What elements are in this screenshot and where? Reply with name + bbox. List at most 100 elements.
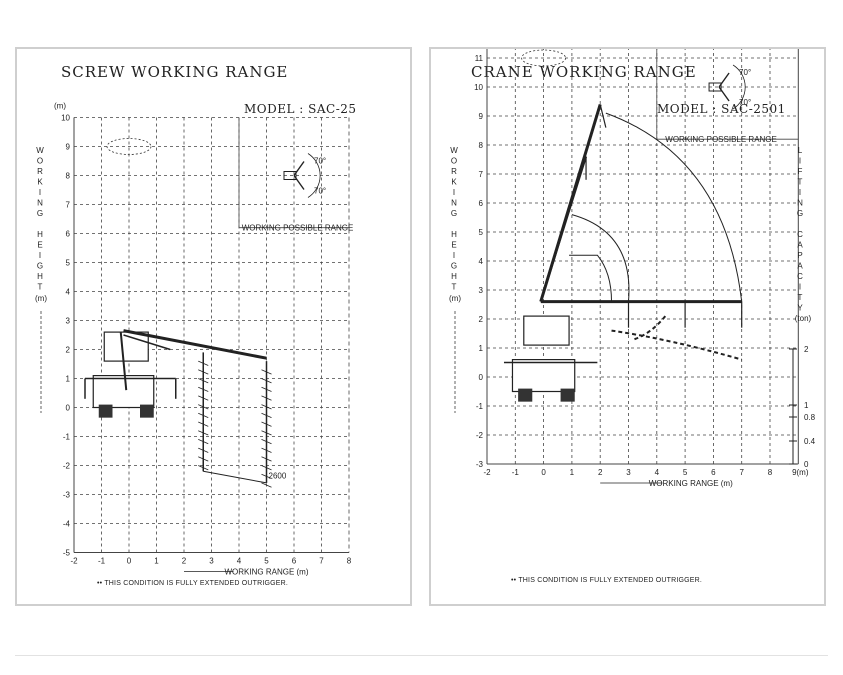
x-tick-label: 2	[598, 468, 603, 477]
screw-working-range-panel: SCREW WORKING RANGE MODEL : SAC-25 -2 -1 0…	[15, 47, 412, 606]
auger-flight	[261, 456, 272, 462]
y-tick-label: 8	[479, 141, 484, 150]
y-tick-label: 1	[479, 344, 484, 353]
x-tick-label: 0	[127, 557, 132, 566]
y-tick-label: 9	[479, 112, 484, 121]
outrigger-note: •• THIS CONDITION IS FULLY EXTENDED OUTR…	[511, 577, 703, 584]
y-axis-title-letter: E	[37, 241, 42, 250]
y-axis-title-letter: I	[39, 251, 41, 260]
x-unit-label: 9(m)	[792, 468, 809, 477]
y-tick-label: 7	[66, 201, 71, 210]
x-tick-label: -2	[70, 557, 78, 566]
y-tick-label: -3	[63, 491, 71, 500]
divider	[15, 655, 828, 656]
y-axis-title-letter: H	[37, 272, 43, 281]
panel-title: SCREW WORKING RANGE	[61, 63, 289, 81]
lifting-capacity-letter: I	[799, 188, 801, 197]
auger-flight	[261, 439, 272, 445]
lifting-capacity-letter: C	[797, 230, 803, 239]
model-label: MODEL : SAC-2501	[657, 102, 786, 116]
y-axis-title-letter: R	[37, 167, 43, 176]
auger-flight	[261, 465, 272, 471]
y-axis-title-letter: G	[451, 262, 457, 271]
y-axis-title-letter: W	[450, 146, 458, 155]
auger-flight	[261, 386, 272, 392]
truck-wheel	[518, 388, 533, 402]
working-arc-inner	[571, 214, 630, 302]
legend-arc	[732, 64, 746, 110]
y-tick-label: 3	[479, 286, 484, 295]
y-tick-label: 5	[479, 228, 484, 237]
y-axis-title-letter: G	[37, 209, 43, 218]
auger-flight	[261, 395, 272, 401]
outrigger-note: •• THIS CONDITION IS FULLY EXTENDED OUTR…	[97, 580, 289, 587]
y-tick-label: 10	[61, 114, 70, 123]
auger-flight	[198, 404, 209, 410]
y-tick-label: 11	[475, 54, 484, 63]
y-axis-title-letter: T	[452, 283, 457, 292]
y-tick-label: -2	[63, 462, 71, 471]
truck-wheel	[560, 388, 575, 402]
truck-body	[92, 375, 155, 409]
legend-boom-icon	[293, 175, 305, 190]
y-axis-title-letter: K	[451, 178, 457, 187]
depth-line	[203, 470, 267, 484]
capacity-tick-label: 1	[804, 401, 809, 410]
auger-flight	[261, 482, 272, 488]
y-axis-title-letter: E	[451, 241, 456, 250]
y-axis-title-letter: K	[37, 178, 43, 187]
legend-boom-icon	[718, 72, 730, 88]
truck-wheel	[140, 404, 154, 418]
capacity-curve	[611, 329, 742, 361]
y-unit: (m)	[54, 102, 66, 111]
y-axis-title-letter: N	[37, 199, 43, 208]
y-axis-title-letter: O	[37, 157, 43, 166]
lifting-capacity-letter: A	[797, 241, 803, 250]
x-tick-label: 4	[655, 468, 660, 477]
x-tick-label: -1	[512, 468, 520, 477]
x-tick-label: -2	[483, 468, 491, 477]
y-axis-title-letter: H	[451, 272, 457, 281]
truck-cab	[103, 331, 149, 362]
lifting-capacity-letter: T	[798, 293, 803, 302]
y-tick-label: 6	[66, 230, 71, 239]
x-tick-label: 3	[626, 468, 631, 477]
y-tick-label: 8	[66, 172, 71, 181]
y-tick-label: -1	[63, 433, 71, 442]
crane-boom-mid	[539, 156, 588, 302]
y-tick-label: -4	[63, 520, 71, 529]
y-tick-label: 3	[66, 317, 71, 326]
lifting-capacity-letter: P	[797, 251, 802, 260]
lifting-capacity-letter: N	[797, 199, 803, 208]
lifting-capacity-letter: Y	[797, 304, 803, 313]
screw-boom	[123, 329, 267, 360]
auger-flight	[198, 412, 209, 419]
y-axis-unit: (m)	[449, 294, 461, 303]
legend-angle-label: 70°	[739, 98, 751, 107]
model-label: MODEL : SAC-25	[244, 102, 357, 116]
x-axis-label: WORKING RANGE (m)	[649, 479, 733, 488]
y-axis-title-letter: G	[37, 262, 43, 271]
crane-working-range-panel: CRANE WORKING RANGE MODEL : SAC-2501 -2 -…	[429, 47, 826, 606]
legend-angle-label: 70°	[739, 68, 751, 77]
y-tick-label: 10	[474, 83, 483, 92]
lifting-capacity-letter: C	[797, 272, 803, 281]
boom-cylinder	[123, 334, 171, 351]
y-axis-title-letter: I	[453, 251, 455, 260]
y-axis-title-letter: W	[36, 146, 44, 155]
legend-angle-label: 70°	[314, 187, 326, 196]
y-tick-label: 7	[479, 170, 484, 179]
lifting-capacity-letter: I	[799, 157, 801, 166]
lifting-capacity-letter: I	[799, 283, 801, 292]
panel-title: CRANE WORKING RANGE	[471, 63, 697, 81]
y-tick-label: 4	[479, 257, 484, 266]
x-tick-label: 0	[541, 468, 546, 477]
legend-angle-label: 70°	[314, 157, 326, 166]
y-tick-label: 1	[66, 375, 71, 384]
x-tick-label: 5	[264, 557, 269, 566]
auger-flight	[198, 439, 209, 445]
capacity-tick-label: 2	[804, 345, 809, 354]
y-axis-title-letter: R	[451, 167, 457, 176]
x-tick-label: 3	[209, 557, 214, 566]
